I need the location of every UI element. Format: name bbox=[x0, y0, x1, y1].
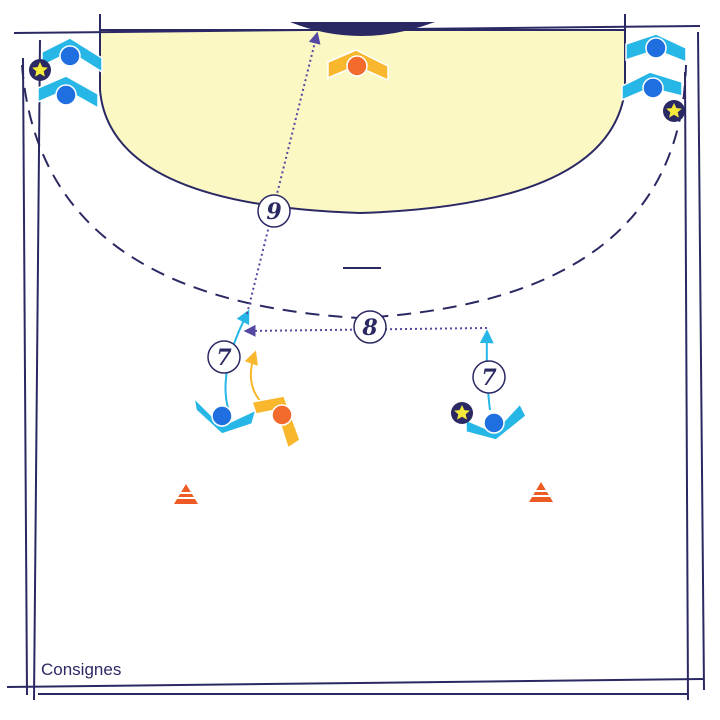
ball-left-corner bbox=[29, 59, 51, 81]
attacker-right-corner-bottom bbox=[621, 71, 683, 102]
attacker-chevron-icon bbox=[37, 75, 99, 110]
attacker-right-corner-top bbox=[625, 33, 687, 64]
ball-star-icon bbox=[666, 103, 682, 118]
ball-right-back bbox=[451, 402, 473, 424]
svg-text:7: 7 bbox=[216, 345, 232, 371]
attacker-left-corner-bottom bbox=[37, 75, 99, 110]
attacker-dot bbox=[483, 412, 505, 434]
attacker-left-corner-top bbox=[41, 37, 103, 74]
attacker-dot bbox=[59, 45, 81, 67]
attacker-dot bbox=[211, 405, 233, 427]
caption-label: Consignes bbox=[41, 660, 122, 679]
goal-area bbox=[99, 29, 626, 215]
attacker-dot bbox=[55, 84, 77, 106]
ball-star-icon bbox=[454, 405, 470, 420]
ball-star-icon bbox=[32, 62, 48, 77]
svg-text:8: 8 bbox=[361, 315, 377, 341]
attacker-left-back bbox=[192, 395, 258, 435]
step-marker-pass: 8 bbox=[353, 310, 387, 344]
court-lines bbox=[6, 14, 705, 701]
svg-text:9: 9 bbox=[266, 199, 281, 225]
defender-center bbox=[251, 395, 301, 450]
cone-right bbox=[529, 482, 553, 502]
step-marker-right-cut: 7 bbox=[472, 360, 506, 394]
attacker-dot bbox=[642, 77, 664, 99]
attacker-right-back bbox=[465, 402, 527, 441]
defender-dot bbox=[346, 55, 368, 77]
step-marker-shot: 9 bbox=[257, 194, 291, 228]
svg-text:7: 7 bbox=[481, 365, 497, 391]
ball-right-corner bbox=[663, 100, 685, 122]
cone-left bbox=[174, 484, 198, 504]
goalkeeper bbox=[327, 49, 389, 82]
shot-line bbox=[246, 31, 321, 315]
step-marker-left-cut: 7 bbox=[207, 340, 241, 374]
defender-dot bbox=[271, 404, 293, 426]
attacker-dot bbox=[645, 37, 667, 59]
